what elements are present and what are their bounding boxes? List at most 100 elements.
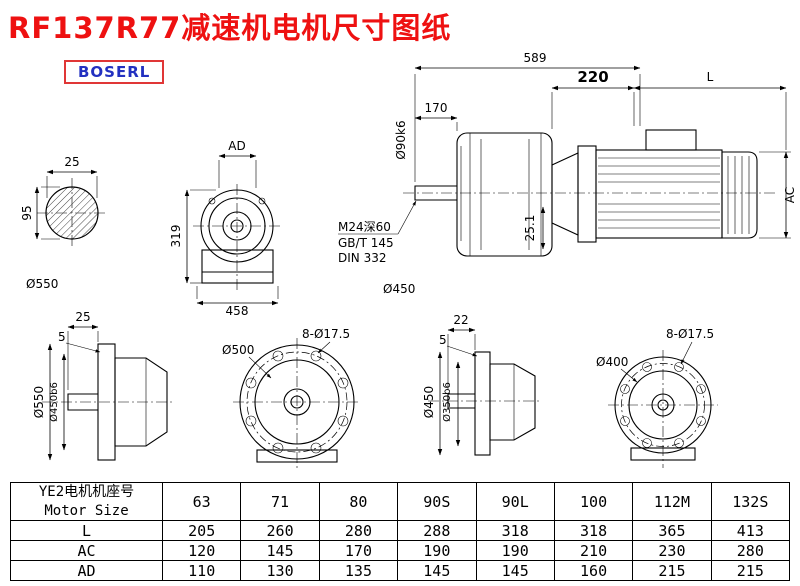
table-cell: 318 — [475, 520, 555, 541]
bolt-hole — [272, 442, 284, 454]
flange-side-view-a: 25 5 Ø550 Ø450b6 — [32, 310, 175, 461]
bolt-hole — [620, 384, 630, 394]
table-cell: 210 — [553, 540, 634, 561]
leader-line — [446, 345, 478, 357]
dim-key-width: 25 — [64, 155, 79, 169]
bolt-hole — [696, 416, 706, 426]
dim-holes: 8-Ø17.5 — [302, 327, 350, 341]
bolt-hole — [620, 416, 630, 426]
mounting-foot — [256, 449, 338, 463]
dim-170: 170 — [425, 101, 448, 115]
motor-flange — [577, 145, 597, 243]
dim-25-1: 25.1 — [523, 215, 537, 242]
dim-dia: Ø400 — [596, 355, 628, 369]
table-cell: 215 — [710, 560, 791, 581]
thread-callout: M24深60 — [338, 220, 391, 234]
leader-line — [65, 342, 101, 353]
table-cell-size: 71 — [240, 482, 320, 521]
adapter-bell — [551, 152, 579, 236]
table-row-L: L 205 260 280 288 318 318 365 413 — [10, 520, 791, 541]
dim-outer-dia: Ø450 — [422, 386, 436, 418]
table-cell: 190 — [475, 540, 555, 561]
dim-ad: AD — [228, 139, 245, 153]
table-cell: 145 — [240, 540, 320, 561]
gearbox-housing — [456, 132, 553, 257]
shaft-section-circle — [45, 186, 99, 240]
dim-458: 458 — [226, 304, 249, 318]
terminal-box — [645, 129, 697, 151]
flange-outer-circle — [239, 344, 355, 460]
table-cell-size: 63 — [161, 482, 242, 521]
bolt-hole — [696, 384, 706, 394]
row-label: AD — [10, 560, 163, 581]
header-en: Motor Size — [44, 502, 129, 519]
table-cell: 280 — [710, 540, 791, 561]
housing-circle — [200, 189, 274, 263]
table-cell-size: 90S — [397, 482, 477, 521]
table-cell: 288 — [397, 520, 477, 541]
std-din: DIN 332 — [338, 251, 386, 265]
table-cell: 205 — [161, 520, 242, 541]
bolt-hole — [245, 377, 257, 389]
table-cell: 280 — [318, 520, 399, 541]
table-cell-size: 132S — [710, 482, 791, 521]
bolt-hole — [258, 197, 266, 205]
std-gbt: GB/T 145 — [338, 236, 394, 250]
bolt-hole — [310, 350, 322, 362]
dim-25: 25 — [75, 310, 90, 324]
dim-589: 589 — [524, 51, 547, 65]
table-cell: 120 — [161, 540, 242, 561]
flange-side-view-b: 22 5 Ø450 Ø350b6 — [422, 313, 542, 456]
dim-spigot-dia: Ø450b6 — [48, 382, 60, 422]
dim-spigot-dia: Ø350b6 — [441, 382, 453, 422]
bolt-hole — [674, 362, 684, 372]
row-label: AC — [10, 540, 163, 561]
input-shaft — [67, 393, 98, 411]
table-row-AC: AC 120 145 170 190 190 210 230 280 — [10, 540, 791, 561]
bolt-hole — [642, 362, 652, 372]
dim-bolt-circle: Ø500 — [222, 343, 254, 357]
bolt-hole — [337, 415, 349, 427]
bolt-hole — [674, 438, 684, 448]
flange-outer-circle — [614, 356, 712, 454]
dim-AC: AC — [783, 187, 797, 203]
main-side-view: 589 170 Ø90k6 M24深60 GB/T 145 DIN 332 Ø4… — [338, 51, 797, 296]
fan-cover-slots — [727, 156, 750, 234]
gear-hub — [489, 363, 536, 441]
drawing-canvas: 25 95 Ø550 AD 319 — [20, 51, 797, 468]
flange-plate — [474, 351, 491, 456]
gearbox-front-view: AD 319 458 — [169, 139, 283, 318]
table-cell: 160 — [553, 560, 634, 581]
dim-22: 22 — [453, 313, 468, 327]
header-cn: YE2电机机座号 — [38, 484, 135, 501]
housing-ribs — [460, 133, 542, 256]
table-cell: 130 — [240, 560, 320, 581]
table-cell: 260 — [240, 520, 320, 541]
table-header-row: YE2电机机座号 Motor Size 63 71 80 90S 90L 100… — [10, 482, 791, 521]
table-cell-size: 112M — [632, 482, 712, 521]
fan-cover — [721, 151, 758, 239]
motor-size-table: YE2电机机座号 Motor Size 63 71 80 90S 90L 100… — [10, 482, 791, 581]
table-cell-size: 100 — [553, 482, 634, 521]
table-cell-size: 80 — [318, 482, 399, 521]
mounting-base — [201, 249, 274, 284]
table-cell: 318 — [553, 520, 634, 541]
leader-line — [317, 341, 331, 354]
bolt-hole — [310, 442, 322, 454]
leader-line — [680, 341, 693, 365]
dim-height: 95 — [20, 205, 34, 220]
page-title: RF137R77减速机电机尺寸图纸 — [8, 11, 452, 45]
table-cell-size: 90L — [475, 482, 555, 521]
table-row-AD: AD 110 130 135 145 145 160 215 215 — [10, 560, 791, 581]
output-shaft — [414, 185, 457, 201]
dim-5: 5 — [439, 333, 447, 347]
flange-front-view-a: Ø500 8-Ø17.5 — [222, 327, 361, 468]
dim-220: 220 — [577, 68, 608, 86]
dim-holes: 8-Ø17.5 — [666, 327, 714, 341]
bolt-hole — [245, 415, 257, 427]
shaft-section-view: 25 95 Ø550 — [20, 155, 107, 291]
flange-front-view-b: Ø400 8-Ø17.5 — [596, 327, 718, 468]
leader-line — [397, 200, 417, 235]
bolt-hole — [208, 197, 216, 205]
